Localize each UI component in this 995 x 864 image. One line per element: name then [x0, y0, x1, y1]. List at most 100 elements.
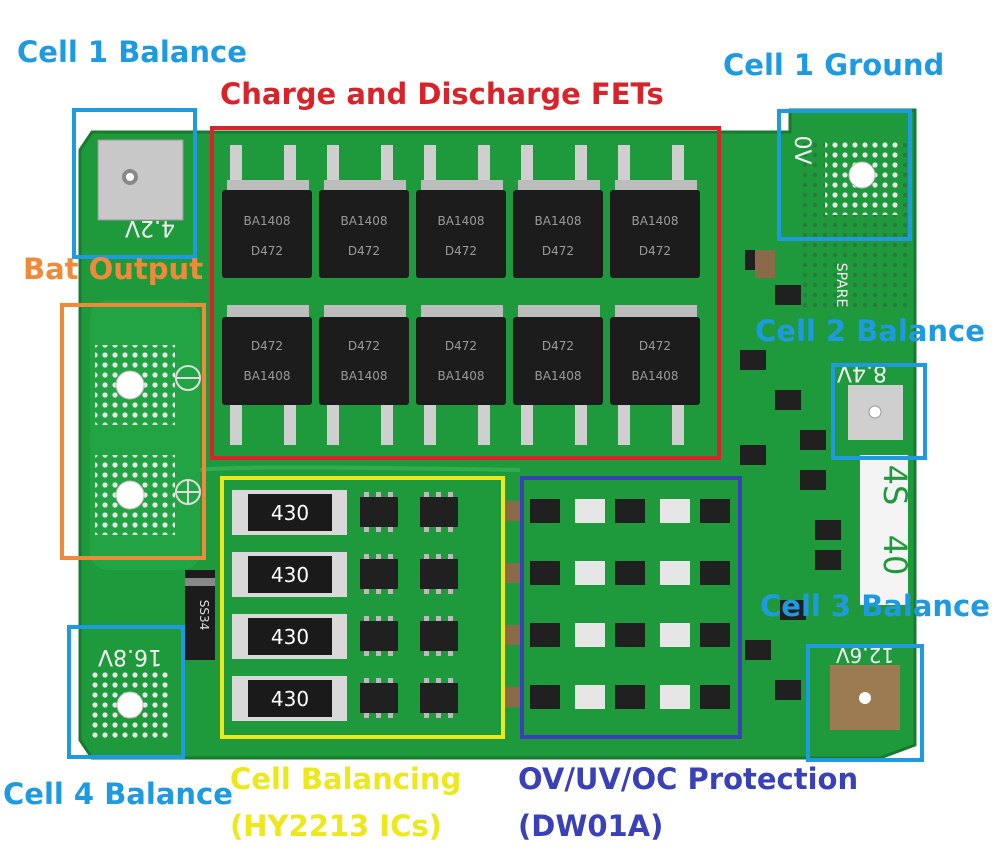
ic-chip [360, 492, 398, 532]
smd-part [745, 640, 771, 660]
smd-part [660, 623, 690, 647]
balance-resistor: 430 [232, 552, 347, 597]
svg-text:D472: D472 [348, 339, 380, 353]
smd-part [780, 600, 806, 620]
box-cell1-ground [777, 109, 912, 241]
svg-text:SS34: SS34 [197, 600, 211, 631]
smd-part [530, 561, 560, 585]
box-fets [210, 126, 721, 460]
svg-text:BA1408: BA1408 [632, 214, 679, 228]
box-bat-output [60, 303, 206, 560]
pad-16v8 [90, 670, 170, 740]
pad-bat-minus [95, 455, 175, 535]
svg-text:D472: D472 [445, 244, 477, 258]
smd-part [740, 445, 766, 465]
box-cell4-balance [67, 625, 185, 759]
svg-text:D472: D472 [639, 339, 671, 353]
diode-ss34: SS34 [185, 570, 215, 660]
svg-text:D472: D472 [639, 244, 671, 258]
label-protection-ic: (DW01A) [518, 809, 664, 843]
smd-part [575, 685, 605, 709]
svg-text:BA1408: BA1408 [244, 214, 291, 228]
svg-text:D472: D472 [445, 339, 477, 353]
box-cell3-balance [806, 644, 924, 762]
label-cell-balancing-ic: (HY2213 ICs) [230, 809, 442, 843]
silk-4v2: 4.2V [125, 215, 175, 240]
label-cell3-balance: Cell 3 Balance [760, 589, 990, 623]
balance-resistors: 430 430 430 430 [232, 490, 347, 721]
smd-part [615, 685, 645, 709]
box-cell-balancing [220, 476, 505, 739]
smd-part [530, 499, 560, 523]
svg-text:D472: D472 [542, 339, 574, 353]
smd-part [575, 499, 605, 523]
smd-part [615, 499, 645, 523]
ic-chip [420, 616, 458, 656]
ic-chip [360, 678, 398, 718]
balance-resistor: 430 [232, 490, 347, 535]
pad-12v6 [830, 665, 900, 730]
svg-text:D472: D472 [251, 339, 283, 353]
smd-components [360, 250, 841, 718]
svg-text:430: 430 [271, 501, 309, 525]
ic-chip [420, 554, 458, 594]
mosfet-array: BA1408D472BA1408D472BA1408D472BA1408D472… [222, 145, 700, 445]
smd-part [615, 623, 645, 647]
smd-part [660, 561, 690, 585]
label-cell-balancing: Cell Balancing [230, 762, 462, 796]
silk-16v8: 16.8V [98, 644, 162, 669]
smd-part [800, 470, 826, 490]
svg-text:BA1408: BA1408 [244, 369, 291, 383]
svg-text:430: 430 [271, 563, 309, 587]
label-fets: Charge and Discharge FETs [220, 77, 664, 111]
svg-text:430: 430 [271, 687, 309, 711]
svg-text:D472: D472 [251, 244, 283, 258]
smd-part [740, 350, 766, 370]
smd-part [700, 623, 730, 647]
ic-chip [420, 492, 458, 532]
svg-text:D472: D472 [542, 244, 574, 258]
smd-part [575, 561, 605, 585]
svg-text:BA1408: BA1408 [341, 214, 388, 228]
label-cell1-ground: Cell 1 Ground [723, 48, 945, 82]
balance-resistor: 430 [232, 676, 347, 721]
smd-part [530, 623, 560, 647]
label-bat-output: Bat Output [23, 252, 204, 286]
smd-part [815, 550, 841, 570]
ic-chip [420, 678, 458, 718]
svg-text:BA1408: BA1408 [341, 369, 388, 383]
model-label: 4S 40 [860, 455, 914, 605]
silk-4s: 4S [876, 465, 914, 506]
label-cell2-balance: Cell 2 Balance [755, 314, 985, 348]
silk-40: 40 [876, 535, 914, 576]
svg-text:BA1408: BA1408 [535, 369, 582, 383]
svg-text:BA1408: BA1408 [438, 214, 485, 228]
pad-8v4 [848, 385, 903, 440]
smd-part [815, 520, 841, 540]
box-protection [520, 476, 742, 739]
pad-bat-plus [95, 345, 175, 425]
label-cell4-balance: Cell 4 Balance [3, 777, 233, 811]
smd-part [700, 561, 730, 585]
silk-spare: SPARE [833, 263, 849, 308]
box-cell2-balance [831, 363, 927, 460]
smd-part [660, 499, 690, 523]
svg-text:430: 430 [271, 625, 309, 649]
label-cell1-balance: Cell 1 Balance [17, 35, 247, 69]
svg-text:BA1408: BA1408 [438, 369, 485, 383]
svg-text:BA1408: BA1408 [535, 214, 582, 228]
pad-4v2 [97, 139, 184, 221]
smd-part [700, 499, 730, 523]
box-cell1-balance [72, 108, 197, 259]
smd-part [775, 680, 801, 700]
smd-part [775, 390, 801, 410]
